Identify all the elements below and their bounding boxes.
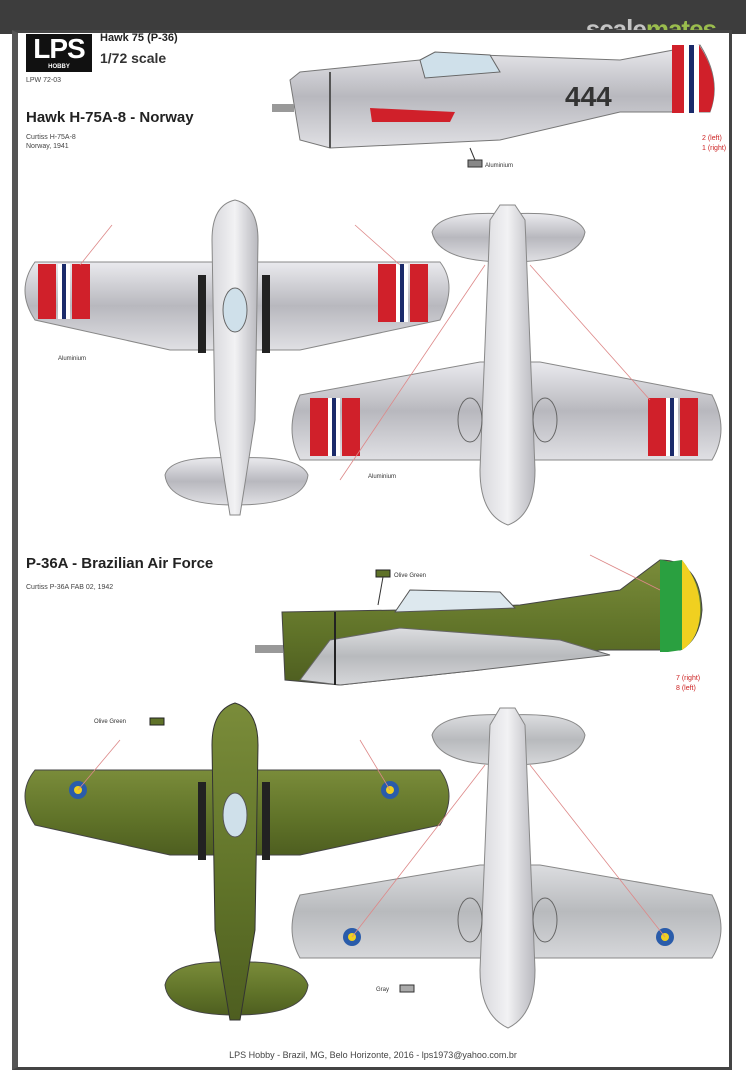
brazil-sub: Curtiss P-36A FAB 02, 1942 <box>26 584 114 591</box>
header-title: Hawk 75 (P-36) <box>100 32 178 44</box>
norway-bottom-view <box>291 204 722 526</box>
logo-sub: HOBBY <box>48 64 70 70</box>
brazil-side-color-label: Olive Green <box>394 573 426 579</box>
norway-sub2: Norway, 1941 <box>26 143 69 150</box>
brazil-side-view <box>255 559 703 686</box>
logo-text: LPS <box>33 33 85 64</box>
norway-top-view <box>24 199 450 516</box>
brazil-decal-note-1: 7 (right) <box>676 675 700 682</box>
top-bar <box>0 0 746 34</box>
brazil-top-color-label: Olive Green <box>94 719 126 725</box>
footer: LPS Hobby - Brazil, MG, Belo Horizonte, … <box>229 1050 517 1060</box>
brazil-top-view <box>24 702 450 1021</box>
norway-decal-note-2: 1 (right) <box>702 145 726 152</box>
norway-side-view: 444 <box>272 44 715 168</box>
brazil-bottom-color-label: Gray <box>376 987 389 993</box>
norway-title: Hawk H-75A-8 - Norway <box>26 109 194 126</box>
norway-bottom-color-label: Aluminium <box>368 474 396 480</box>
brazil-title: P-36A - Brazilian Air Force <box>26 555 214 572</box>
header-scale: 1/72 scale <box>100 50 167 66</box>
norway-top-color-label: Aluminium <box>58 356 86 362</box>
norway-decal-note-1: 2 (left) <box>702 135 722 142</box>
norway-tail-number: 444 <box>565 81 612 112</box>
header-code: LPW 72-03 <box>26 77 62 84</box>
brazil-decal-note-2: 8 (left) <box>676 685 696 692</box>
leader-lines <box>77 224 666 938</box>
norway-sub1: Curtiss H-75A-8 <box>26 134 76 141</box>
norway-side-color-label: Aluminium <box>485 163 513 169</box>
brazil-bottom-view <box>291 707 722 1029</box>
